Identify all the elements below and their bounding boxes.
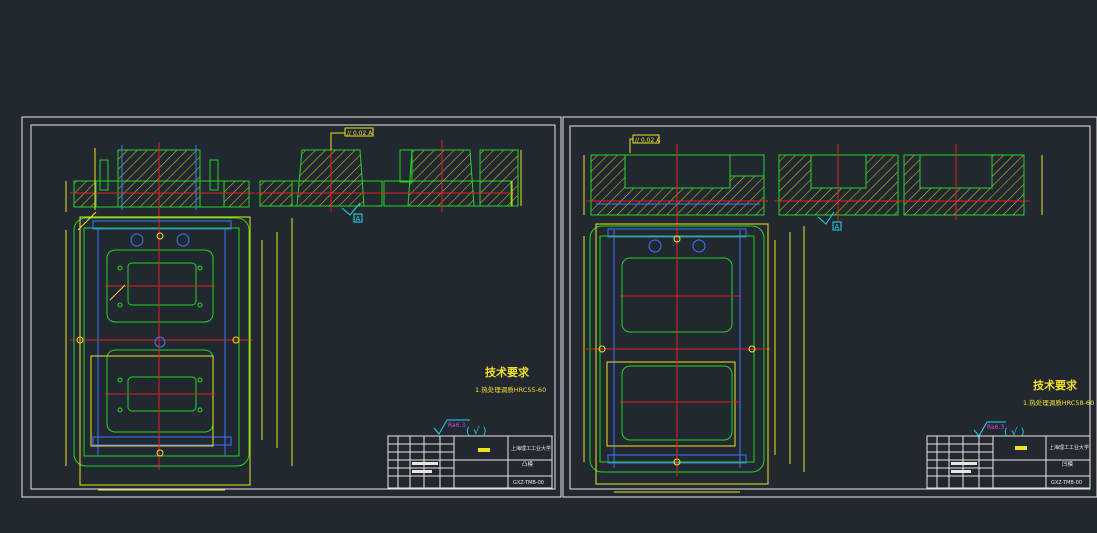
titleblock-company-2: 上海理工工业大学 [1049, 444, 1089, 451]
titleblock-drawing-no-1: GXZ-TMB-00 [513, 480, 544, 486]
tech-req-title-2: 技术要求 [1033, 378, 1078, 392]
roughness-value-2: Ra6.3 [987, 424, 1004, 431]
tolerance-box-2-text: // 0.02 A [635, 137, 661, 144]
roughness-symbol-2 [973, 421, 1006, 437]
title-block-1: 上海理工工业大学 凸模 GXZ-TMB-00 [387, 435, 553, 489]
datum-a-1 [353, 213, 363, 223]
plan-view-2 [583, 220, 805, 493]
titleblock-part-name-1: 凸模 [522, 460, 534, 468]
tolerance-box-1-text: // 0.02 A [347, 130, 373, 137]
sheet-2-outer-border [562, 116, 1097, 498]
datum-a-2-label: A [835, 223, 840, 231]
section-view-1 [65, 142, 255, 212]
plan-view-1 [65, 210, 293, 491]
sheet-1-inner-frame [30, 124, 556, 490]
tech-req-note-1: 1.热处理调质HRC55-60 [475, 385, 546, 394]
datum-a-2 [832, 221, 842, 231]
tech-req-note-2: 1.热处理调质HRC58-60 [1023, 398, 1094, 407]
sheet-1-outer-border [21, 116, 562, 498]
titleblock-company-1: 上海理工工业大学 [511, 445, 551, 452]
title-block-2: 上海理工工业大学 凹模 GXZ-TMB-00 [926, 435, 1091, 489]
sheet-1: // 0.02 A A [21, 116, 562, 498]
section-view-4: // 0.02 A [583, 134, 768, 220]
roughness-paren-2: ( √ ) [1004, 427, 1025, 438]
section-view-3 [380, 140, 522, 212]
tech-req-title-1: 技术要求 [485, 365, 530, 379]
titleblock-part-name-2: 凹模 [1062, 460, 1074, 468]
sheet-2: // 0.02 A A [562, 116, 1097, 498]
roughness-symbol-1 [433, 419, 470, 435]
section-view-6 [900, 144, 1043, 220]
section-view-2: // 0.02 A A [256, 127, 386, 223]
section-view-5: A [774, 144, 902, 231]
roughness-value-1: Ra6.3 [448, 422, 465, 429]
sheet-2-inner-frame [569, 125, 1091, 490]
datum-a-1-label: A [356, 215, 361, 223]
tolerance-box-1 [344, 127, 374, 137]
tolerance-box-2 [632, 134, 660, 144]
roughness-paren-1: ( √ ) [466, 426, 487, 437]
titleblock-drawing-no-2: GXZ-TMB-00 [1051, 480, 1082, 486]
